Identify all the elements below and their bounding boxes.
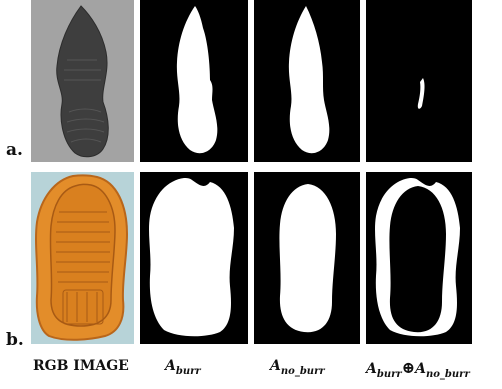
shoe-sole-shape [149, 178, 234, 336]
row-b-burr-mask [140, 172, 248, 344]
xor-operator: ⊕ [402, 358, 415, 377]
row-a-noburr-mask [254, 0, 360, 162]
label-subscript: no_burr [281, 366, 325, 377]
label-main: A [366, 361, 377, 377]
shoe-sole-shape [279, 184, 336, 332]
row-a-xor-mask [366, 0, 472, 162]
label-subscript: burr [176, 366, 201, 377]
label-main: A [270, 358, 281, 374]
row-b-noburr-mask [254, 172, 360, 344]
row-b-xor-mask [366, 172, 472, 344]
row-a-gray-image [31, 0, 134, 162]
label-main: A [415, 361, 426, 377]
column-label-xor: Aburr⊕Ano_burr [366, 358, 470, 380]
row-b-rgb-image [31, 172, 134, 344]
label-main: A [165, 358, 176, 374]
column-label-noburr: Ano_burr [270, 358, 325, 377]
row-label-a: a. [6, 140, 23, 160]
label-subscript: burr [377, 369, 402, 380]
row-label-b: b. [6, 330, 24, 350]
column-label-burr: Aburr [165, 358, 201, 377]
label-subscript: no_burr [426, 369, 470, 380]
row-a-burr-mask [140, 0, 248, 162]
column-label-rgb: RGB IMAGE [33, 358, 129, 374]
